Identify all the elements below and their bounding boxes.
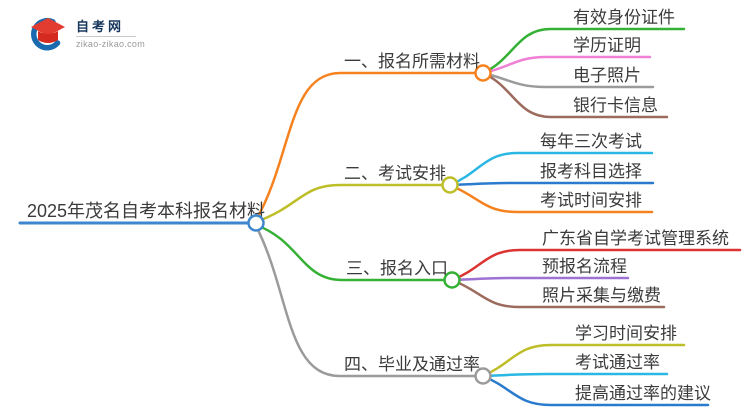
leaf-4-1-connector [481,343,686,378]
leaf-3-2-connector [450,276,630,282]
branch-3-label: 三、报名入口 [346,259,448,278]
branch-4-circle [474,367,492,385]
leaf-1-4-connector [481,71,669,119]
leaf-2-1-label: 每年三次考试 [540,132,642,151]
logo-site-url: zikao-zikao.com [76,39,146,49]
leaf-3-1-connector [450,248,742,282]
branch-3-circle [443,271,461,289]
site-logo[interactable]: 自考网 zikao-zikao.com [26,16,145,52]
logo-text-block: 自考网 zikao-zikao.com [76,19,145,49]
branch-1-circle [474,64,492,82]
logo-cap-front [38,31,58,43]
leaf-1-1-connector [481,27,686,75]
leaf-3-3-connector [450,278,666,309]
branch-3-connector [254,223,454,282]
branch-2-label: 二、考试安排 [344,164,446,183]
graduation-cap-icon [31,17,65,51]
root-node-label: 2025年茂名自考本科报名材料 [27,201,265,221]
branch-4-connector [254,224,485,378]
logo-site-name: 自考网 [76,19,125,34]
branch-4-label: 四、毕业及通过率 [344,355,480,374]
leaf-2-1-connector [448,151,654,187]
branch-2-circle [441,176,459,194]
logo-cap-top [31,18,65,36]
leaf-4-2-connector [481,372,669,378]
leaf-4-3-label: 提高通过率的建议 [575,384,711,403]
root-node-circle [247,214,265,232]
leaf-2-2-connector [448,181,655,187]
leaf-3-3-label: 照片采集与缴费 [542,286,661,305]
leaf-4-3-connector [481,374,710,407]
logo-divider [76,36,136,37]
leaf-3-2-label: 预报名流程 [542,257,627,276]
branch-2-connector [254,183,452,224]
leaf-2-2-label: 报考科目选择 [540,162,642,181]
leaf-3-1-label: 广东省自学考试管理系统 [542,229,729,248]
leaf-1-3-label: 电子照片 [573,66,641,85]
leaf-4-2-label: 考试通过率 [575,353,660,372]
leaf-1-2-label: 学历证明 [573,36,641,55]
leaf-2-3-label: 考试时间安排 [540,191,642,210]
leaf-1-4-label: 银行卡信息 [573,96,658,115]
branch-1-connector [254,71,485,222]
branch-1-label: 一、报名所需材料 [344,52,480,71]
leaf-1-1-label: 有效身份证件 [573,8,675,27]
leaf-4-1-label: 学习时间安排 [575,324,677,343]
leaf-2-3-connector [448,183,654,214]
